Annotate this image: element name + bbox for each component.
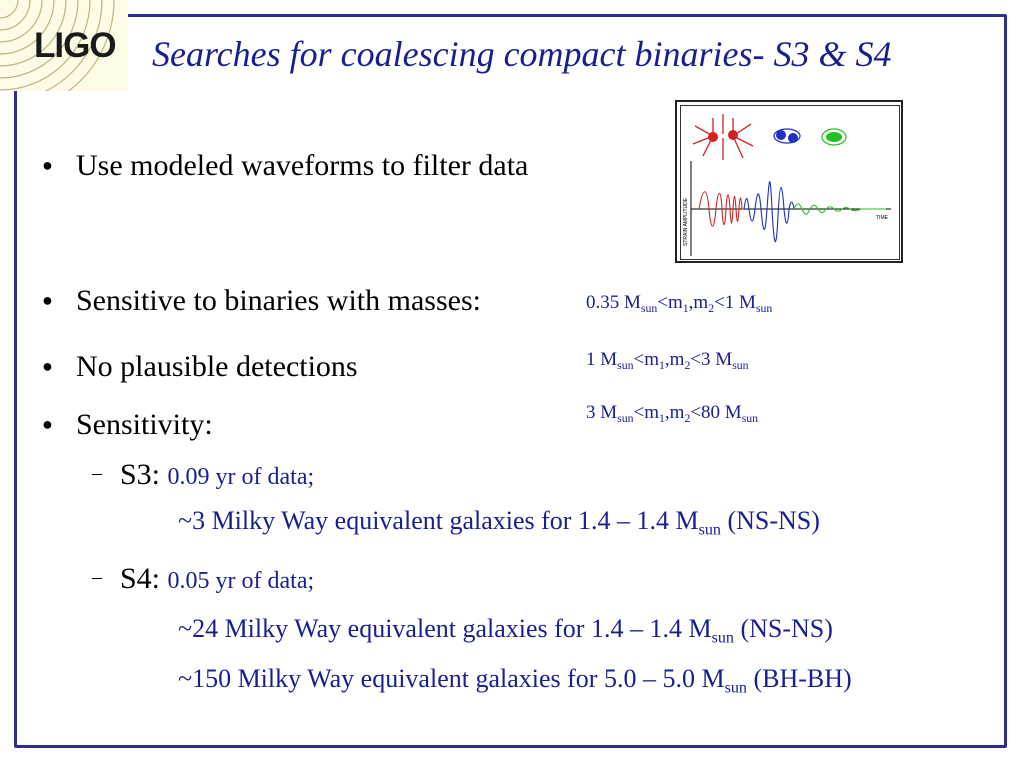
mass-subscript: 1 (659, 359, 665, 373)
slide-title: Searches for coalescing compact binaries… (152, 34, 892, 74)
mass-text: <m (657, 292, 683, 313)
mass-range-1: 0.35 Msun<m1,m2<1 Msun (586, 292, 772, 314)
slide-frame (14, 14, 1007, 748)
waveform-svg: STRAIN AMPLITUDE TIME (683, 114, 891, 256)
mass-text: <m (633, 402, 660, 423)
inspiral-stars-graphic (692, 114, 754, 160)
run-s4: – S4: 0.05 yr of data; (92, 562, 314, 596)
mass-subscript: sun (741, 412, 759, 426)
inspiral-waveform (698, 191, 744, 227)
mass-text: ,m (664, 402, 685, 423)
line-text: ~24 Milky Way equivalent galaxies for 1.… (178, 614, 712, 643)
mass-text: <1 M (714, 292, 756, 313)
dash-marker: – (92, 462, 102, 484)
y-axis-label: STRAIN AMPLITUDE (683, 197, 689, 246)
line-text: (NS-NS) (720, 506, 820, 535)
bullet-dot: ● (42, 290, 53, 310)
line-text: (NS-NS) (733, 614, 833, 643)
bullet-3: ● No plausible detections (42, 350, 358, 384)
s4-line-2: ~150 Milky Way equivalent galaxies for 5… (178, 664, 852, 697)
x-axis-label: TIME (876, 215, 889, 221)
mass-subscript: 1 (659, 412, 665, 426)
mass-text: ,m (664, 349, 685, 370)
run-s3-label-group: S3: 0.09 yr of data; (120, 458, 314, 492)
run-s4-label-group: S4: 0.05 yr of data; (120, 562, 314, 596)
s4-line-1: ~24 Milky Way equivalent galaxies for 1.… (178, 614, 833, 647)
mass-subscript: 2 (708, 302, 715, 316)
ringdown-object-graphic (821, 128, 847, 146)
merger-waveform (743, 181, 795, 243)
logo-text: LIGO (34, 26, 117, 65)
mass-subscript: 2 (684, 359, 691, 373)
mass-subscript: sun (617, 359, 634, 373)
mass-range-2: 1 Msun<m1,m2<3 Msun (586, 349, 749, 371)
bullet-dot: ● (42, 155, 53, 175)
waveform-figure: STRAIN AMPLITUDE TIME (675, 100, 903, 263)
bullet-1: ● Use modeled waveforms to filter data (42, 149, 528, 183)
mass-subscript: sun (732, 359, 749, 373)
mass-text: 3 M (586, 402, 618, 423)
bullet-1-text: Use modeled waveforms to filter data (76, 149, 529, 182)
mass-range-3: 3 Msun<m1,m2<80 Msun (586, 402, 758, 424)
line-text: (BH-BH) (746, 664, 852, 693)
line-subscript: sun (698, 521, 721, 539)
s3-line-1: ~3 Milky Way equivalent galaxies for 1.4… (178, 506, 820, 539)
ligo-logo: LIGO (0, 0, 128, 91)
ringdown-waveform (793, 203, 886, 215)
run-s3-data: 0.09 yr of data; (167, 464, 315, 490)
mass-subscript: sun (640, 302, 658, 316)
run-s3-label: S3: (120, 458, 161, 491)
mass-text: 1 M (586, 349, 618, 370)
mass-text: 0.35 M (586, 292, 641, 313)
bullet-4: ● Sensitivity: (42, 408, 213, 442)
run-s4-label: S4: (120, 562, 161, 595)
mass-text: <3 M (690, 349, 733, 370)
mass-text: ,m (688, 292, 709, 313)
mass-text: <80 M (690, 402, 742, 423)
line-subscript: sun (711, 629, 734, 647)
run-s3: – S3: 0.09 yr of data; (92, 458, 314, 492)
bullet-dot: ● (42, 356, 53, 376)
bullet-3-text: No plausible detections (76, 350, 358, 383)
merger-stars-graphic (773, 128, 801, 144)
line-text: ~150 Milky Way equivalent galaxies for 5… (178, 664, 725, 693)
mass-subscript: 2 (684, 412, 691, 426)
bullet-4-text: Sensitivity: (76, 408, 213, 441)
bullet-2-text: Sensitive to binaries with masses: (76, 284, 481, 317)
bullet-2: ● Sensitive to binaries with masses: (42, 284, 481, 318)
bullet-dot: ● (42, 414, 53, 434)
mass-text: <m (633, 349, 660, 370)
dash-marker: – (92, 566, 102, 588)
run-s4-data: 0.05 yr of data; (167, 568, 315, 594)
line-text: ~3 Milky Way equivalent galaxies for 1.4… (178, 506, 699, 535)
mass-subscript: sun (617, 412, 634, 426)
line-subscript: sun (724, 679, 747, 697)
mass-subscript: 1 (682, 302, 689, 316)
mass-subscript: sun (755, 302, 773, 316)
waveform-panel: STRAIN AMPLITUDE TIME (680, 105, 900, 260)
